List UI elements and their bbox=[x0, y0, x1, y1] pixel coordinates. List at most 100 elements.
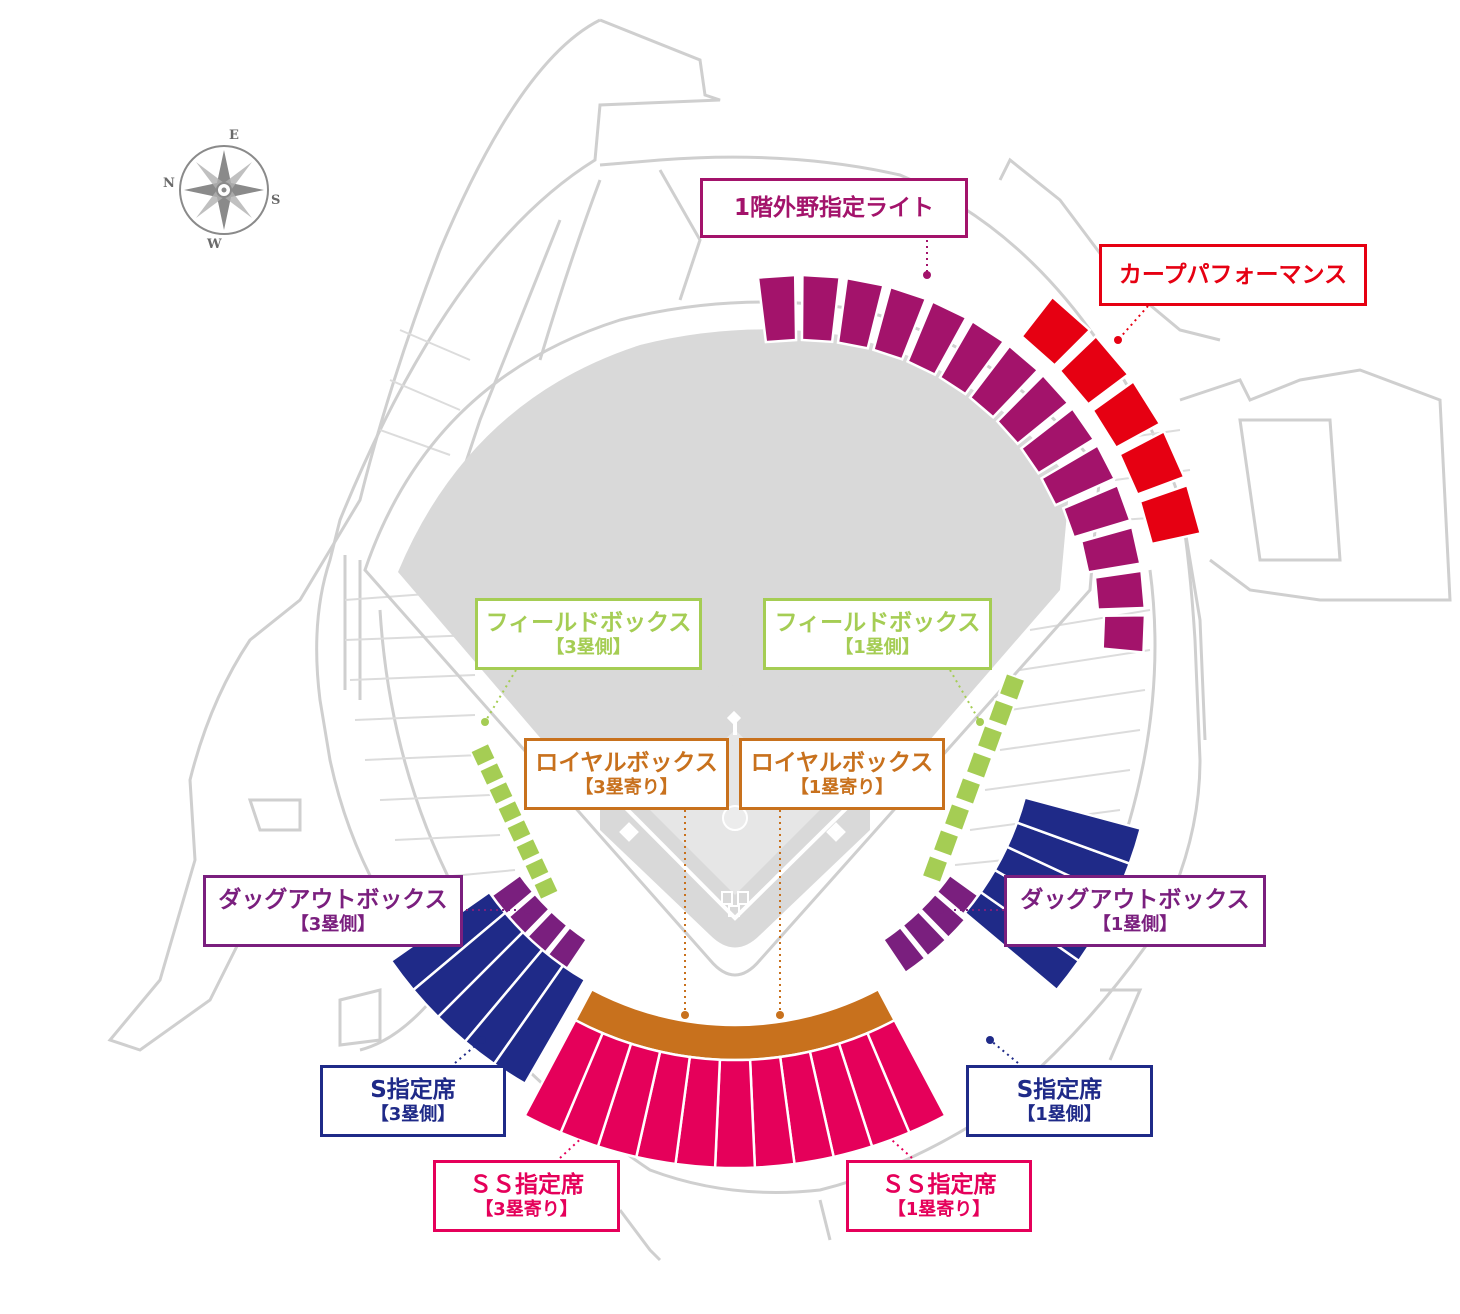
dugout-box-block[interactable] bbox=[918, 892, 967, 940]
label-field-box-3b-sub: 【3塁側】 bbox=[546, 637, 631, 658]
s-seat-block[interactable] bbox=[1015, 796, 1143, 866]
compass-east: E bbox=[229, 128, 239, 143]
outfield-right-block[interactable] bbox=[800, 273, 842, 344]
label-dugout-box-1b-sub: 【1塁側】 bbox=[1092, 914, 1178, 935]
field-box-block[interactable] bbox=[986, 697, 1016, 729]
leader-lines bbox=[454, 240, 1149, 1159]
label-dugout-box-1b-main: ダッグアウトボックス bbox=[1020, 887, 1250, 913]
seats-field-box-1b[interactable] bbox=[920, 671, 1027, 885]
outfield-right-block[interactable] bbox=[1039, 443, 1117, 507]
seats-field-box-3b[interactable] bbox=[469, 741, 560, 902]
seats-outfield-right[interactable] bbox=[756, 273, 1147, 654]
ss-seat-block[interactable] bbox=[778, 1050, 836, 1166]
stand-lines bbox=[344, 329, 1196, 881]
label-royal-box-3b-sub: 【3塁寄り】 bbox=[575, 777, 678, 798]
ss-seat-block[interactable] bbox=[748, 1055, 796, 1169]
label-s-seat-3b-sub: 【3塁側】 bbox=[370, 1104, 456, 1125]
label-royal-box-1b-main: ロイヤルボックス bbox=[750, 750, 934, 776]
outfield-right-block[interactable] bbox=[756, 273, 798, 344]
label-dugout-box-3b[interactable]: ダッグアウトボックス 【3塁側】 bbox=[203, 875, 463, 947]
label-carp-performance-main: カープパフォーマンス bbox=[1118, 262, 1348, 288]
label-dugout-box-3b-main: ダッグアウトボックス bbox=[218, 887, 448, 913]
label-royal-box-3b-main: ロイヤルボックス bbox=[535, 750, 718, 776]
field-box-block[interactable] bbox=[997, 671, 1027, 703]
outfield-right-block[interactable] bbox=[1019, 406, 1096, 475]
label-ss-seat-1b[interactable]: ＳＳ指定席 【1塁寄り】 bbox=[846, 1160, 1032, 1232]
label-field-box-3b[interactable]: フィールドボックス 【3塁側】 bbox=[475, 598, 702, 670]
ss-seat-block[interactable] bbox=[634, 1050, 692, 1166]
field-box-block[interactable] bbox=[931, 827, 961, 859]
label-field-box-1b[interactable]: フィールドボックス 【1塁側】 bbox=[763, 598, 992, 670]
compass-west: W bbox=[207, 237, 222, 252]
field-box-block[interactable] bbox=[953, 775, 983, 807]
outfield-right-block[interactable] bbox=[871, 285, 928, 361]
outfield-right-block[interactable] bbox=[1093, 569, 1147, 611]
second-base bbox=[726, 710, 742, 726]
outfield-right-block[interactable] bbox=[968, 344, 1040, 419]
label-carp-performance[interactable]: カープパフォーマンス bbox=[1099, 244, 1367, 306]
label-outfield-right-main: 1階外野指定ライト bbox=[733, 195, 934, 221]
outfield-right-block[interactable] bbox=[938, 319, 1006, 396]
batter-boxes bbox=[721, 891, 749, 917]
label-s-seat-1b-sub: 【1塁側】 bbox=[1017, 1104, 1102, 1125]
field-box-block[interactable] bbox=[478, 760, 506, 788]
ss-seat-block[interactable] bbox=[837, 1031, 912, 1149]
label-field-box-3b-main: フィールドボックス bbox=[485, 610, 692, 636]
label-outfield-right[interactable]: 1階外野指定ライト bbox=[700, 178, 968, 238]
label-s-seat-1b[interactable]: S指定席 【1塁側】 bbox=[966, 1065, 1153, 1137]
label-ss-seat-1b-sub: 【1塁寄り】 bbox=[887, 1199, 991, 1220]
carp-performance-block[interactable] bbox=[1058, 334, 1131, 407]
ss-seat-block[interactable] bbox=[558, 1031, 633, 1149]
field-box-block[interactable] bbox=[964, 749, 994, 781]
field-box-block[interactable] bbox=[496, 798, 524, 826]
field-box-block[interactable] bbox=[505, 817, 533, 845]
seats-ss-seat[interactable] bbox=[523, 1018, 947, 1170]
outfield-right-block[interactable] bbox=[836, 276, 885, 350]
label-field-box-1b-main: フィールドボックス bbox=[774, 610, 981, 636]
ss-seat-block[interactable] bbox=[808, 1042, 874, 1159]
ss-seat-block[interactable] bbox=[523, 1018, 605, 1135]
outfield-right-block[interactable] bbox=[995, 373, 1070, 446]
royal-box-block[interactable] bbox=[887, 965, 905, 991]
ss-seat-block[interactable] bbox=[713, 1058, 757, 1170]
carp-performance-block[interactable] bbox=[1117, 429, 1186, 497]
field-box-block[interactable] bbox=[523, 855, 551, 883]
leader-dots bbox=[478, 271, 1122, 1137]
label-dugout-box-1b[interactable]: ダッグアウトボックス 【1塁側】 bbox=[1004, 875, 1266, 947]
first-base bbox=[826, 822, 846, 842]
outfield-right-block[interactable] bbox=[1079, 525, 1142, 574]
field-box-block[interactable] bbox=[487, 779, 515, 807]
field-box-block[interactable] bbox=[469, 741, 497, 769]
label-s-seat-1b-main: S指定席 bbox=[1016, 1077, 1103, 1103]
compass-north: N bbox=[163, 176, 175, 191]
field-box-block[interactable] bbox=[975, 723, 1005, 755]
seats-carp-performance[interactable] bbox=[1019, 295, 1203, 546]
carp-performance-block[interactable] bbox=[1019, 295, 1092, 368]
outfield-right-block[interactable] bbox=[1101, 613, 1147, 654]
compass-south: S bbox=[271, 193, 281, 208]
label-ss-seat-3b-main: ＳＳ指定席 bbox=[469, 1172, 584, 1198]
label-field-box-1b-sub: 【1塁側】 bbox=[835, 637, 920, 658]
third-base bbox=[619, 822, 639, 842]
field-box-block[interactable] bbox=[942, 801, 972, 833]
dugout-box-block[interactable] bbox=[881, 925, 928, 975]
field-box-block[interactable] bbox=[532, 874, 560, 902]
outfield-right-block[interactable] bbox=[905, 299, 968, 377]
pitcher-mound bbox=[722, 805, 748, 831]
field-box-block[interactable] bbox=[920, 853, 950, 885]
label-royal-box-3b[interactable]: ロイヤルボックス 【3塁寄り】 bbox=[524, 738, 729, 810]
field-box-block[interactable] bbox=[514, 836, 542, 864]
label-s-seat-3b[interactable]: S指定席 【3塁側】 bbox=[320, 1065, 506, 1137]
carp-performance-block[interactable] bbox=[1091, 379, 1162, 450]
ss-seat-block[interactable] bbox=[865, 1018, 947, 1135]
label-dugout-box-3b-sub: 【3塁側】 bbox=[290, 914, 376, 935]
carp-performance-block[interactable] bbox=[1138, 483, 1203, 546]
label-royal-box-1b[interactable]: ロイヤルボックス 【1塁寄り】 bbox=[739, 738, 945, 810]
ss-seat-block[interactable] bbox=[596, 1042, 662, 1159]
label-royal-box-1b-sub: 【1塁寄り】 bbox=[790, 777, 894, 798]
label-ss-seat-1b-main: ＳＳ指定席 bbox=[881, 1172, 997, 1198]
outfield-right-block[interactable] bbox=[1061, 483, 1132, 539]
label-ss-seat-3b-sub: 【3塁寄り】 bbox=[475, 1199, 578, 1220]
label-ss-seat-3b[interactable]: ＳＳ指定席 【3塁寄り】 bbox=[433, 1160, 620, 1232]
dugout-box-block[interactable] bbox=[900, 909, 948, 959]
